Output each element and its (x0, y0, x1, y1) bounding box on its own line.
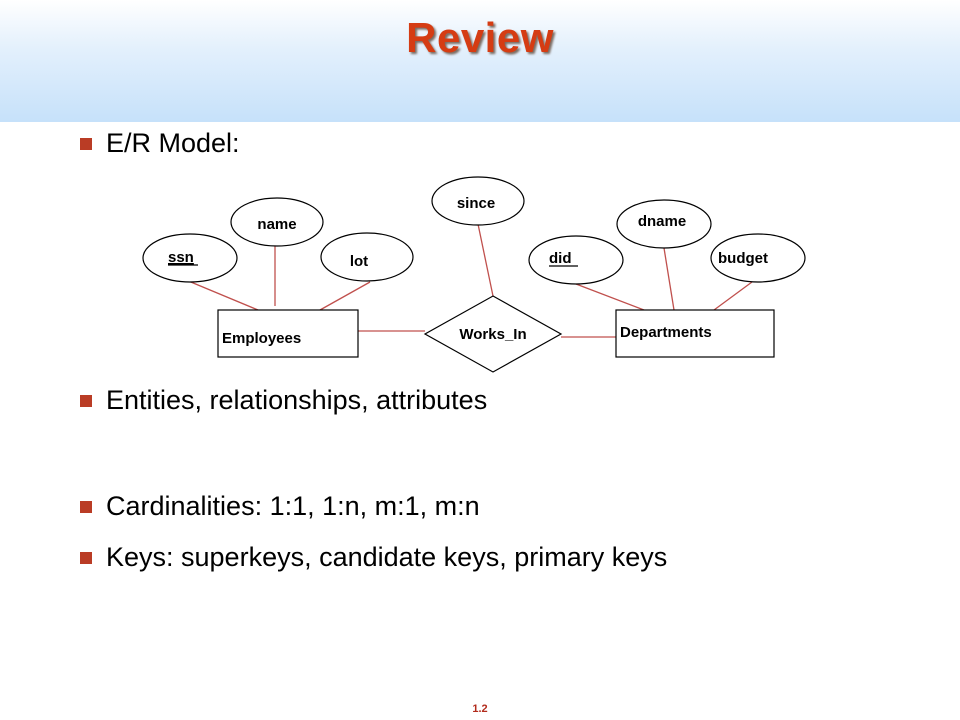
bullet-item: E/R Model: (80, 128, 240, 159)
square-bullet-icon (80, 137, 92, 150)
attribute-label-ssn: ssn (168, 249, 194, 266)
entity-box-employees (217, 309, 359, 358)
slide-number: 1.2 (472, 703, 488, 715)
connector-budget (713, 281, 753, 311)
bullet-item: Entities, relationships, attributes (80, 385, 487, 416)
attribute-ellipse-since (431, 176, 525, 226)
square-bullet-icon (80, 551, 92, 564)
attribute-ellipse-budget (710, 233, 806, 283)
connector-dname (663, 247, 675, 311)
slide-title: Review (406, 14, 554, 61)
attribute-label-since: since (457, 195, 495, 212)
square-bullet-icon (80, 394, 92, 407)
attribute-label-dname: dname (638, 213, 686, 230)
relationship-label-works-in: Works_In (459, 326, 526, 343)
bullet-item: Keys: superkeys, candidate keys, primary… (80, 542, 667, 573)
connector-since (477, 223, 494, 297)
bullet-item: Cardinalities: 1:1, 1:n, m:1, m:n (80, 491, 480, 522)
entity-box-departments (615, 309, 775, 358)
square-bullet-icon (80, 500, 92, 513)
entity-label-employees: Employees (222, 330, 301, 347)
attribute-label-budget: budget (718, 250, 768, 267)
attribute-label-name: name (257, 216, 296, 233)
attribute-ellipse-did (528, 235, 624, 285)
attribute-ellipse-lot (320, 232, 414, 282)
connector-lot (319, 281, 371, 311)
entity-label-departments: Departments (620, 324, 712, 341)
relationship-diamond-works-in (423, 295, 563, 373)
connector-did (575, 283, 645, 311)
bullet-text: Entities, relationships, attributes (106, 385, 488, 415)
bullet-text: Keys: superkeys, candidate keys, primary… (106, 542, 668, 572)
header-band (0, 0, 960, 122)
attribute-label-did: did (549, 250, 572, 267)
attribute-ellipse-ssn (142, 233, 238, 283)
attribute-ellipse-dname (616, 199, 712, 249)
bullet-text: E/R Model: (106, 128, 240, 158)
bullet-text: Cardinalities: 1:1, 1:n, m:1, m:n (106, 491, 480, 521)
attribute-ellipse-name (230, 197, 324, 247)
connector-ssn (185, 279, 259, 311)
attribute-label-lot: lot (350, 253, 368, 270)
